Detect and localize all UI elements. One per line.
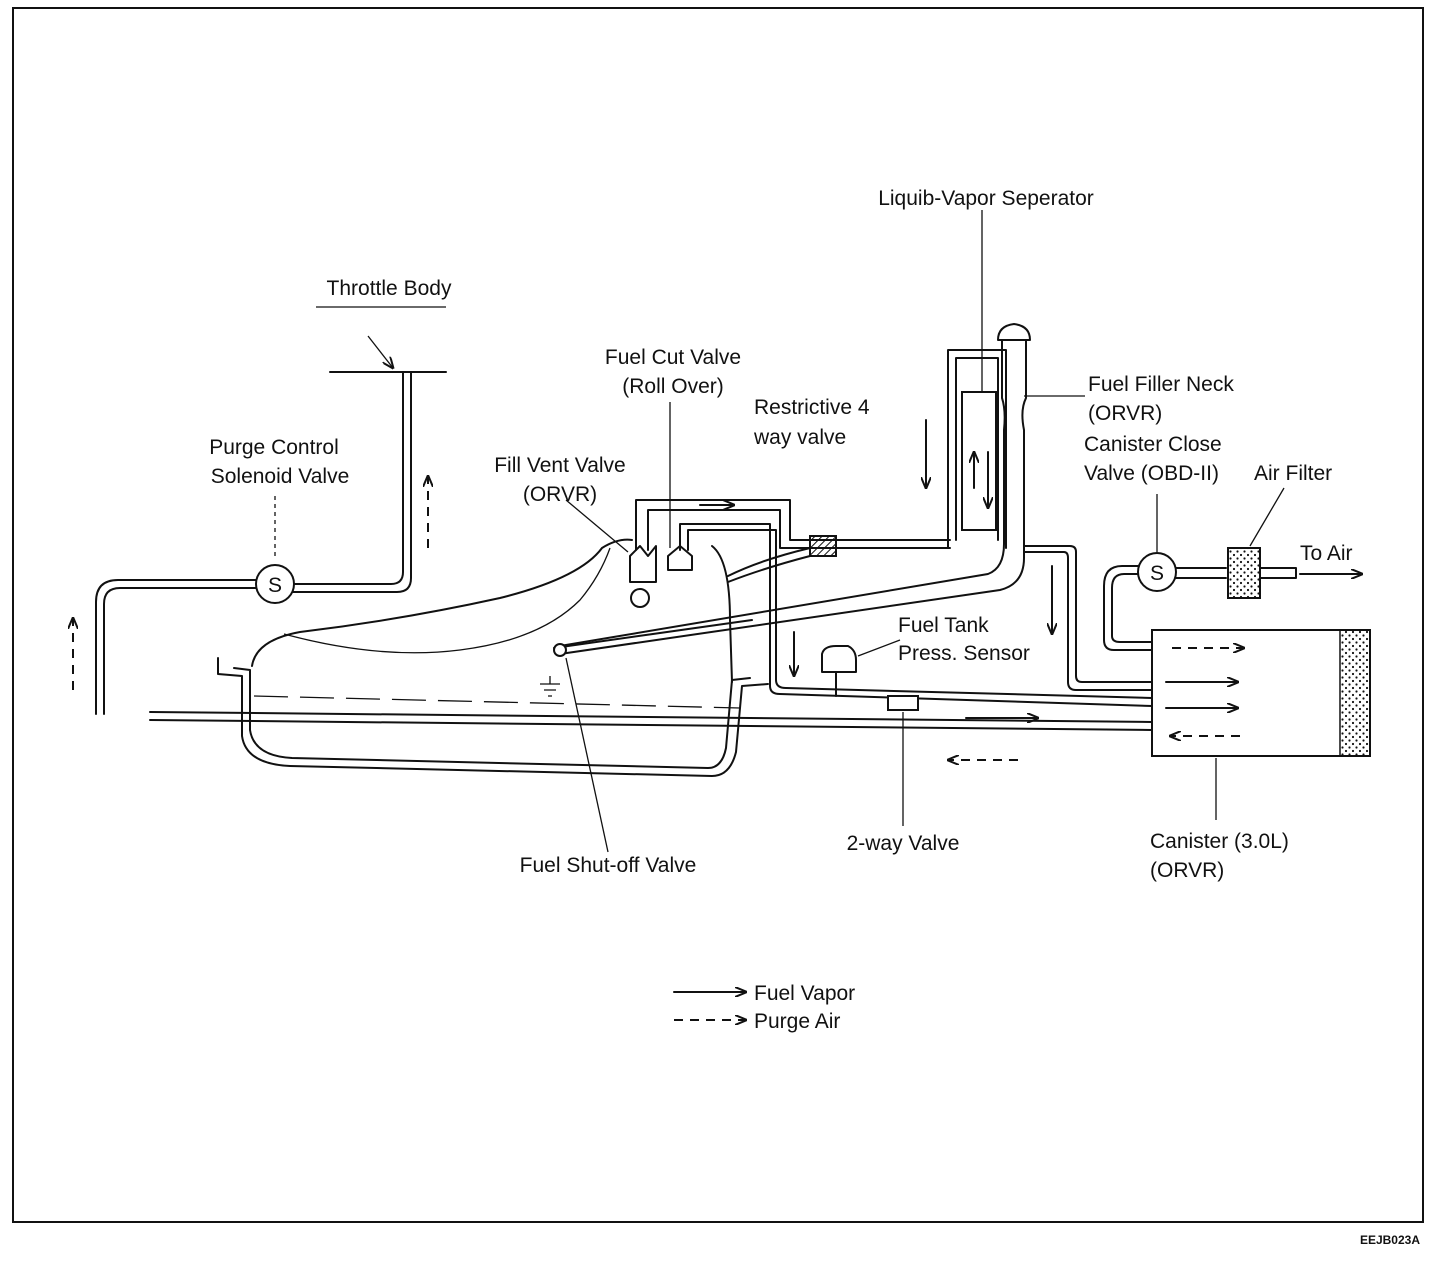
solenoid-s-left: S: [268, 574, 282, 597]
label-canister-sub: (ORVR): [1150, 859, 1224, 882]
purge-solenoid-valve: [255, 496, 295, 604]
label-fuel-filler-neck: Fuel Filler Neck: [1088, 373, 1234, 396]
purge-line-left: [95, 579, 259, 715]
solenoid-s-right: S: [1150, 562, 1164, 585]
restrictive-4-way-valve: [809, 535, 837, 557]
fuel-filler-neck: [559, 323, 1085, 655]
fill-vent-valve: [629, 545, 657, 608]
label-fuel-tank-sensor-sub: Press. Sensor: [898, 642, 1030, 665]
label-canister-close-valve-sub: Valve (OBD-II): [1084, 462, 1219, 485]
label-restrictive-valve: Restrictive 4: [754, 396, 870, 419]
label-throttle-body: Throttle Body: [327, 277, 452, 300]
label-fuel-shutoff-valve: Fuel Shut-off Valve: [520, 854, 697, 877]
pipe-main-lower-2: [149, 719, 1153, 731]
pipe-main-lower: [149, 711, 1153, 723]
label-air-filter: Air Filter: [1254, 462, 1332, 485]
canister-close-valve: [1103, 494, 1227, 651]
fuel-shutoff-rod: [553, 619, 753, 649]
two-way-valve: [887, 695, 919, 711]
label-fuel-cut-valve-sub: (Roll Over): [622, 375, 724, 398]
liquid-vapor-separator: [947, 210, 1007, 549]
legend: [673, 992, 747, 1020]
label-purge-solenoid-sub: Solenoid Valve: [211, 465, 350, 488]
label-purge-solenoid: Purge Control: [209, 436, 339, 459]
label-fuel-tank-sensor: Fuel Tank: [898, 614, 989, 637]
label-fill-vent-valve: Fill Vent Valve: [494, 454, 626, 477]
label-fill-vent-valve-sub: (ORVR): [523, 483, 597, 506]
label-fuel-cut-valve: Fuel Cut Valve: [605, 346, 741, 369]
legend-purge-air: Purge Air: [754, 1010, 840, 1033]
label-two-way-valve: 2-way Valve: [847, 832, 960, 855]
figure-code: EEJB023A: [1360, 1233, 1420, 1247]
label-restrictive-valve-sub: way valve: [753, 426, 846, 449]
throttle-body: [289, 306, 447, 593]
canister: [1151, 629, 1371, 820]
label-liquid-vapor-separator: Liquib-Vapor Seperator: [878, 187, 1094, 210]
fuel-tank: [217, 538, 769, 777]
diagram-border: [12, 7, 1424, 1223]
fuel-cut-valve: [667, 545, 693, 571]
legend-fuel-vapor: Fuel Vapor: [754, 982, 855, 1005]
label-to-air: To Air: [1300, 542, 1353, 565]
label-canister-close-valve: Canister Close: [1084, 433, 1222, 456]
fuel-shutoff-valve: [553, 643, 567, 657]
air-filter: [1227, 487, 1363, 599]
label-canister: Canister (3.0L): [1150, 830, 1289, 853]
fuel-tank-pressure-sensor: [821, 639, 901, 697]
label-fuel-filler-neck-sub: (ORVR): [1088, 402, 1162, 425]
